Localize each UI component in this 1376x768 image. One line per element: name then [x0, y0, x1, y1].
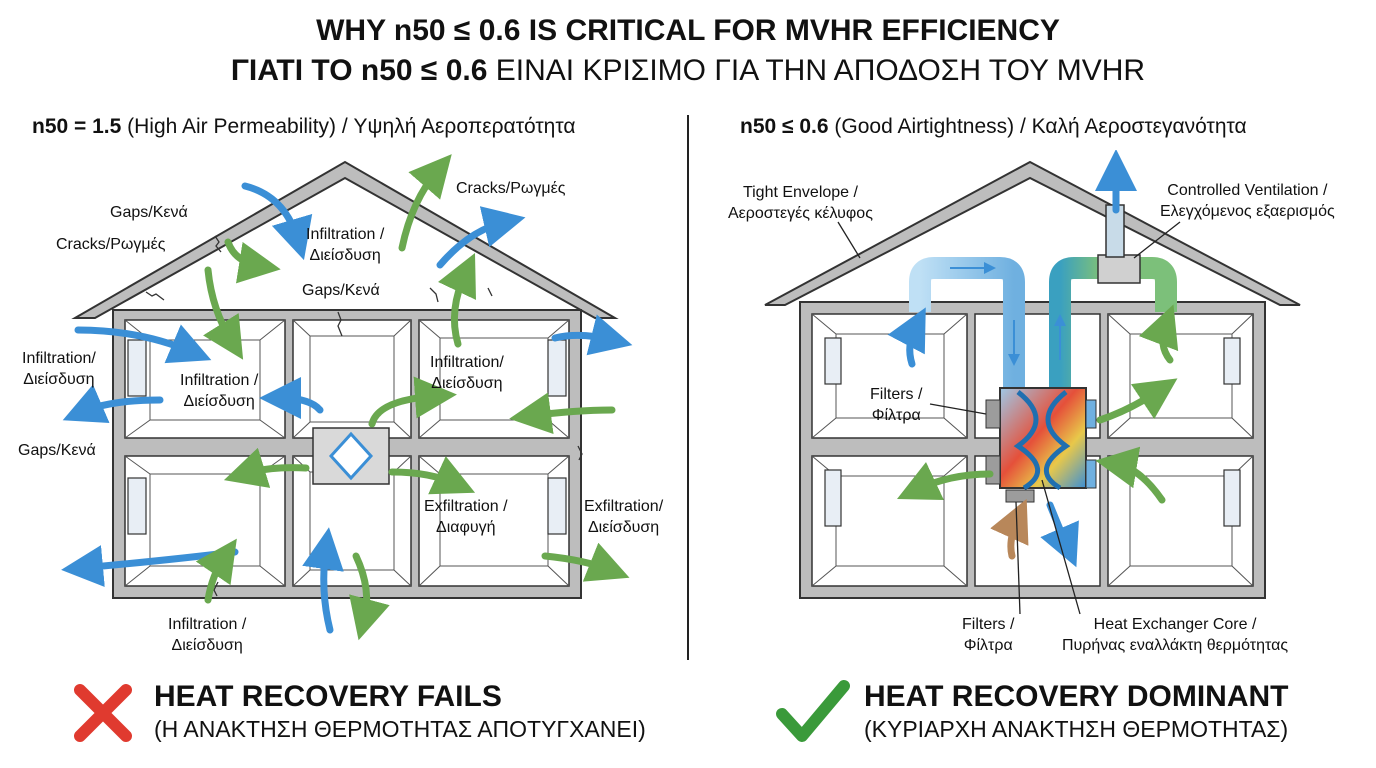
label-infiltration-left: Infiltration/Διείσδυση [22, 348, 96, 390]
left-heading-text: (High Air Permeability) / Υψηλή Αεροπερα… [121, 115, 576, 138]
roof-vent [1097, 254, 1141, 284]
page-title: WHY n50 ≤ 0.6 IS CRITICAL FOR MVHR EFFIC… [316, 14, 1060, 47]
center-divider [687, 115, 689, 660]
windows [127, 339, 567, 535]
airtight-house-diagram [764, 150, 1301, 615]
rooms [124, 319, 570, 587]
label-gaps-mid: Gaps/Κενά [302, 282, 380, 299]
label-line: Infiltration / [168, 616, 247, 633]
label-line: Exfiltration/ [584, 498, 664, 515]
label-line: Διείσδυση [431, 375, 503, 392]
label-line: Αεροστεγές κέλυφος [728, 205, 873, 222]
right-heading: n50 ≤ 0.6 (Good Airtightness) / Καλή Αερ… [740, 115, 1247, 139]
label-line: Infiltration/ [430, 354, 504, 371]
blue-airflow-arrows [887, 150, 1137, 568]
extract-duct [1049, 257, 1100, 390]
label-cracks-left: Cracks/Ρωγμές [56, 236, 166, 253]
leaky-house-diagram [61, 154, 633, 641]
right-heading-value: n50 ≤ 0.6 [740, 115, 829, 138]
green-exfiltration-arrows [195, 154, 630, 641]
roof [764, 160, 1301, 306]
label-line: Ελεγχόμενος εξαερισμός [1160, 203, 1335, 220]
left-heading-value: n50 = 1.5 [32, 115, 122, 138]
verdict-fail: HEAT RECOVERY FAILS [154, 680, 502, 713]
label-line: Infiltration/ [22, 350, 96, 367]
label-line: Φίλτρα [871, 407, 921, 424]
subtitle-bold: ΓΙΑΤΙ ΤΟ n50 ≤ 0.6 [230, 54, 488, 87]
label-infiltration-bottom: Infiltration / Διείσδυση [168, 614, 246, 656]
label-filters-side: Filters / Φίλτρα [870, 384, 922, 426]
label-line: Heat Exchanger Core / [1093, 616, 1257, 633]
label-line: Διαφυγή [436, 519, 496, 536]
subtitle-rest: ΕΙΝΑΙ ΚΡΙΣΙΜΟ ΓΙΑ ΤΗΝ ΑΠΟΔΟΣΗ ΤΟΥ MVHR [487, 54, 1146, 87]
label-infiltration-inner: Infiltration / Διείσδυση [180, 370, 258, 412]
label-gaps-left: Gaps/Κενά [18, 442, 96, 459]
mvhr-unit-leaky [312, 427, 390, 485]
exhaust-duct [1140, 257, 1177, 312]
label-line: Exfiltration / [424, 498, 508, 515]
label-gaps-top: Gaps/Κενά [110, 204, 188, 221]
cross-icon [74, 684, 132, 742]
label-exfiltration-inner: Exfiltration / Διαφυγή [424, 496, 508, 538]
label-controlled-ventilation: Controlled Ventilation / Ελεγχόμενος εξαε… [1160, 180, 1335, 222]
label-line: Διείσδυση [587, 519, 660, 536]
label-line: Infiltration / [306, 226, 385, 243]
label-cracks-right: Cracks/Ρωγμές [456, 180, 566, 197]
label-line: Διείσδυση [183, 393, 255, 410]
label-line: Φίλτρα [963, 637, 1013, 654]
verdict-success-sub: (ΚΥΡΙΑΡΧΗ ΑΝΑΚΤΗΣΗ ΘΕΡΜΟΤΗΤΑΣ) [864, 716, 1289, 742]
checkmark-icon [776, 680, 850, 742]
label-line: Διείσδυση [309, 247, 381, 264]
label-line: Tight Envelope / [742, 184, 858, 201]
left-heading: n50 = 1.5 (High Air Permeability) / Υψηλ… [32, 115, 575, 139]
label-line: Διείσδυση [171, 637, 243, 654]
green-airflow-arrows [896, 304, 1179, 504]
label-exfiltration-right: Exfiltration/Διείσδυση [584, 496, 663, 538]
label-line: Filters / [962, 616, 1015, 633]
label-line: Controlled Ventilation / [1167, 182, 1328, 199]
label-line: Πυρήνας εναλλάκτη θερμότητας [1062, 637, 1289, 654]
label-infiltration-right: Infiltration/Διείσδυση [430, 352, 504, 394]
label-tight-envelope: Tight Envelope / Αεροστεγές κέλυφος [728, 182, 873, 224]
verdict-fail-sub: (Η ΑΝΑΚΤΗΣΗ ΘΕΡΜΟΤΗΤΑΣ ΑΠΟΤΥΓΧΑΝΕΙ) [154, 716, 646, 742]
label-line: Filters / [870, 386, 923, 403]
label-line: Διείσδυση [23, 371, 95, 388]
leader-lines [837, 221, 1181, 615]
label-heat-exchanger-core: Heat Exchanger Core / Πυρήνας εναλλάκτη θ… [1062, 614, 1288, 656]
page-subtitle: ΓΙΑΤΙ ΤΟ n50 ≤ 0.6 ΕΙΝΑΙ ΚΡΙΣΙΜΟ ΓΙΑ ΤΗΝ… [0, 54, 1376, 88]
label-line: Infiltration / [180, 372, 259, 389]
verdict-success: HEAT RECOVERY DOMINANT [864, 680, 1289, 713]
label-infiltration-roof: Infiltration / Διείσδυση [306, 224, 384, 266]
windows [824, 337, 1241, 527]
right-heading-text: (Good Airtightness) / Καλή Αεροστεγανότη… [828, 115, 1247, 138]
label-filters-bottom: Filters / Φίλτρα [962, 614, 1014, 656]
heat-exchanger-core [985, 387, 1097, 503]
